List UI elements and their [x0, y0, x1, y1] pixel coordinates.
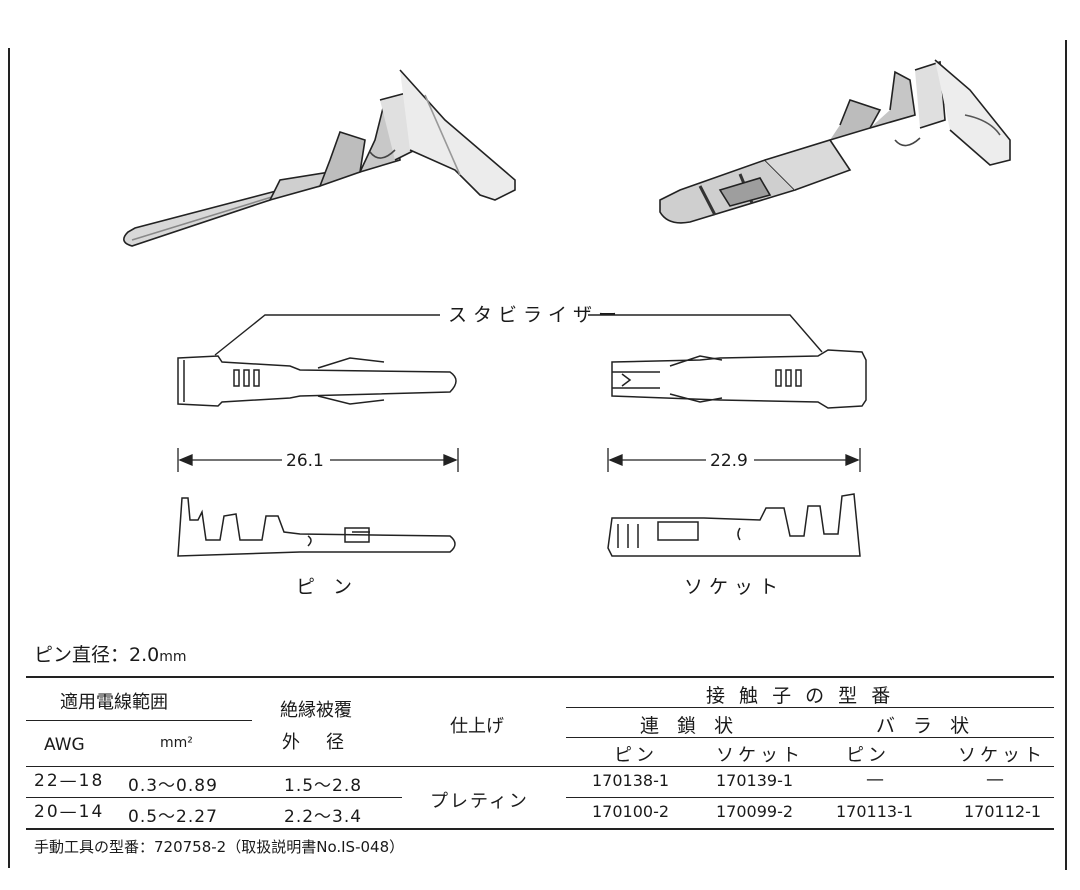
row1-loose-pin: — — [866, 769, 884, 790]
socket-perspective-illustration — [659, 59, 1011, 224]
row1-mm2: 0.3～0.89 — [128, 776, 218, 796]
frame-right-rule — [1065, 40, 1067, 870]
row2-od: 2.2～3.4 — [284, 807, 363, 827]
row2-awg: 20—14 — [34, 802, 105, 822]
pin-length-value: 26.1 — [286, 451, 324, 471]
socket-side-view — [607, 493, 861, 557]
table-rule-chain — [566, 737, 1054, 738]
row2-loose-socket: 170112-1 — [964, 802, 1042, 821]
table-rule-wire — [26, 720, 252, 721]
header-chain-socket: ソケット — [716, 745, 804, 766]
header-loose-pin: ピン — [846, 745, 890, 766]
header-loose: バ ラ 状 — [876, 715, 976, 737]
table-bottom-rule — [26, 828, 1054, 830]
header-contact-part-no: 接 触 子 の 型 番 — [706, 685, 895, 707]
row1-chain-socket: 170139-1 — [716, 771, 794, 790]
row2-chain-socket: 170099-2 — [716, 802, 794, 821]
stabilizer-leader-left — [214, 314, 440, 356]
table-rule-contact — [566, 707, 1054, 708]
table-header-bottom-rule — [26, 766, 1054, 767]
pin-top-view — [177, 355, 457, 407]
header-mm2: mm² — [160, 735, 193, 751]
stabilizer-leader-right — [588, 314, 823, 353]
header-loose-socket: ソケット — [958, 745, 1046, 766]
row1-loose-socket: — — [986, 769, 1004, 790]
socket-length-value: 22.9 — [710, 451, 748, 471]
header-chain-pin: ピン — [614, 745, 658, 766]
header-chain: 連 鎖 状 — [640, 715, 740, 737]
header-finish: 仕上げ — [450, 716, 504, 737]
table-row1-rule-right — [566, 797, 1054, 798]
pin-side-view — [177, 497, 456, 557]
header-applicable-wire: 適用電線範囲 — [60, 692, 168, 713]
socket-top-view — [611, 349, 867, 409]
socket-dimension — [607, 448, 861, 472]
row1-chain-pin: 170138-1 — [592, 771, 670, 790]
pin-diameter-label: ピン直径： — [34, 644, 130, 666]
pin-diameter-spec: ピン直径：2.0mm — [34, 640, 187, 667]
table-top-rule — [26, 676, 1054, 678]
header-awg: AWG — [44, 735, 85, 755]
pin-caption: ピ ン — [296, 576, 358, 598]
row2-chain-pin: 170100-2 — [592, 802, 670, 821]
frame-left-rule — [8, 48, 10, 868]
pin-diameter-value: 2.0 — [129, 644, 160, 666]
row1-od: 1.5～2.8 — [284, 776, 363, 796]
pin-diameter-unit: mm — [159, 649, 187, 665]
header-insulation-od: 外 径 — [282, 732, 348, 753]
row2-mm2: 0.5～2.27 — [128, 807, 218, 827]
stabilizer-label: スタビライザー — [448, 304, 623, 326]
finish-value: プレティン — [430, 791, 529, 812]
socket-caption: ソケット — [684, 576, 784, 598]
pin-dimension — [177, 448, 459, 472]
connector-drawing: スタビライザー 26.1 — [123, 59, 1011, 598]
hand-tool-note: 手動工具の型番：720758-2（取扱説明書No.IS-048） — [34, 838, 405, 856]
row1-awg: 22—18 — [34, 771, 105, 791]
pin-perspective-illustration — [123, 69, 516, 247]
row2-loose-pin: 170113-1 — [836, 802, 914, 821]
table-row1-rule — [26, 797, 402, 798]
header-insulation: 絶縁被覆 — [280, 700, 352, 721]
